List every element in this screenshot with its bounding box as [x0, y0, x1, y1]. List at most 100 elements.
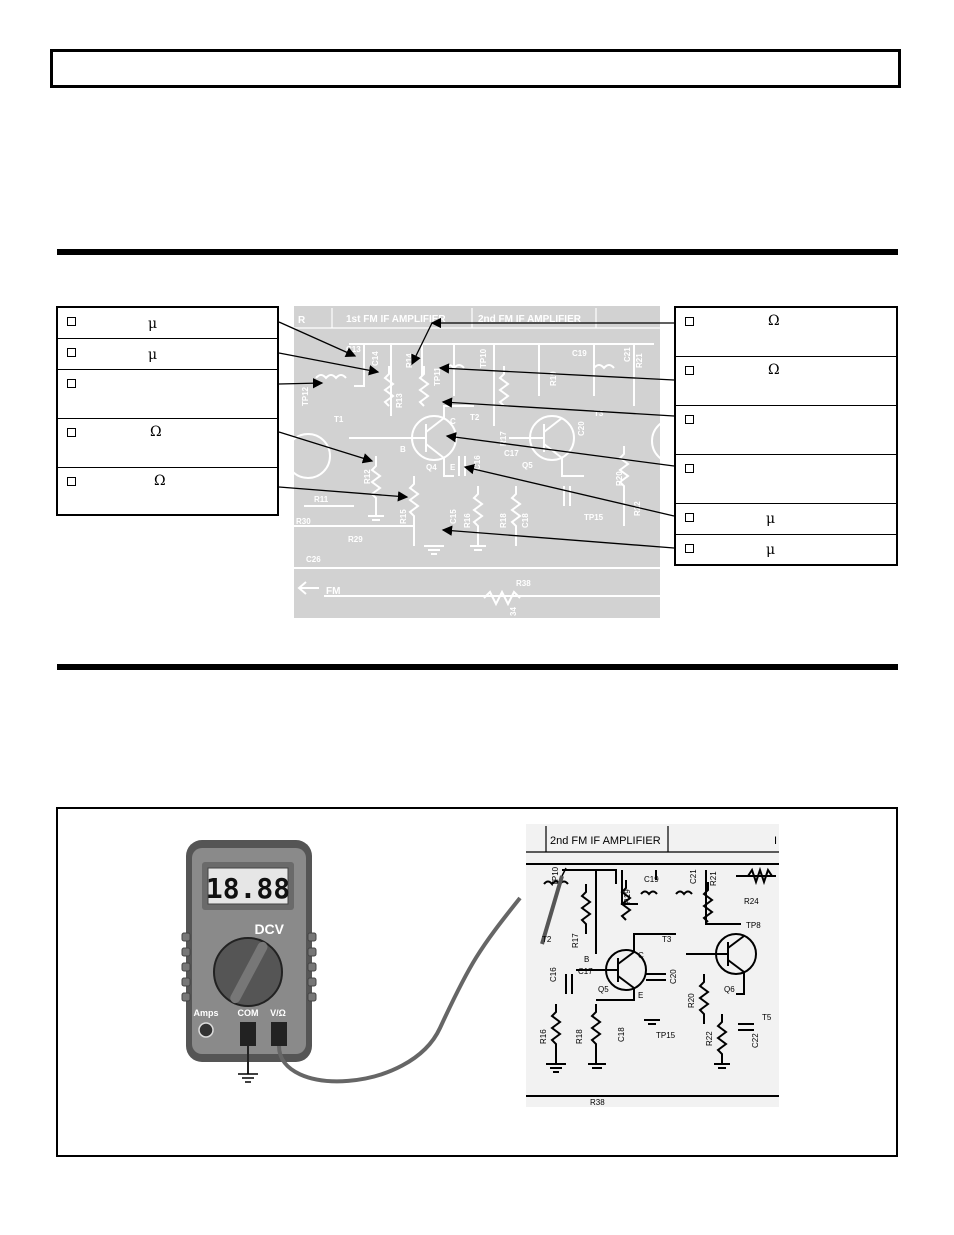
- component-label: TP8: [746, 921, 761, 930]
- section-rule-2: [57, 664, 898, 670]
- component-label: C21: [623, 347, 632, 362]
- meter-measurement-frame: [56, 807, 898, 1157]
- section-label: 2nd FM IF AMPLIFIER: [478, 314, 582, 325]
- label-row-c14[interactable]: μ: [58, 339, 277, 370]
- component-label: R15: [399, 509, 408, 524]
- parts-labels-left: μ μ Ω Ω: [56, 306, 279, 516]
- component-label: R22: [705, 1031, 714, 1046]
- component-label: C20: [669, 969, 678, 984]
- volt-ohm-jack-plug[interactable]: [271, 1022, 287, 1046]
- label-row-q4[interactable]: [676, 455, 896, 504]
- label-row-c15[interactable]: μ: [676, 535, 896, 566]
- if-amplifier-schematic: R 1st FM IF AMPLIFIER 2nd FM IF AMPLIFIE…: [294, 306, 660, 618]
- leader-lines: [278, 317, 675, 549]
- component-label: C16: [549, 967, 558, 982]
- unit-symbol: μ: [148, 347, 158, 363]
- label-row-c13[interactable]: μ: [58, 308, 277, 339]
- label-row-r16[interactable]: Ω: [676, 357, 896, 406]
- digital-multimeter: 18.88 DCV Amps COM V/Ω: [181, 840, 522, 1084]
- label-row-c16[interactable]: μ: [676, 504, 896, 535]
- label-row-r15[interactable]: Ω: [58, 468, 277, 514]
- component-label: E: [450, 463, 456, 472]
- label-row-r14[interactable]: Ω: [676, 308, 896, 357]
- component-label: R20: [687, 993, 696, 1008]
- test-lead-wire: [277, 896, 522, 1084]
- component-label: R17: [499, 431, 508, 446]
- component-label: R21: [709, 871, 718, 886]
- component-label: C16: [473, 455, 482, 470]
- component-label: 34: [509, 607, 518, 616]
- label-row-t1[interactable]: [58, 370, 277, 419]
- unit-symbol: μ: [766, 511, 776, 527]
- component-label: R18: [575, 1029, 584, 1044]
- section-label: I: [774, 835, 777, 847]
- section-label: 1st FM IF AMPLIFIER: [346, 314, 446, 325]
- component-label: C26: [306, 555, 321, 564]
- component-label: R19: [549, 371, 558, 386]
- component-label: B: [584, 955, 589, 964]
- component-label: Q4: [426, 463, 437, 472]
- component-label: C20: [577, 421, 586, 436]
- component-label: C18: [521, 513, 530, 528]
- amps-jack[interactable]: [198, 1022, 214, 1038]
- component-label: TP12: [301, 386, 310, 406]
- checkbox-icon[interactable]: [685, 464, 694, 473]
- component-label: R19: [623, 889, 632, 904]
- checkbox-icon[interactable]: [67, 348, 76, 357]
- second-if-amplifier-schematic: 2nd FM IF AMPLIFIER I: [526, 824, 779, 1107]
- checkbox-icon[interactable]: [685, 317, 694, 326]
- checkbox-icon[interactable]: [685, 544, 694, 553]
- checkbox-icon[interactable]: [67, 477, 76, 486]
- component-label: TP15: [656, 1031, 676, 1040]
- component-label: C19: [644, 875, 659, 884]
- component-label: T2: [542, 935, 552, 944]
- component-label: C17: [578, 967, 593, 976]
- component-label: C19: [572, 349, 587, 358]
- component-label: TP10: [479, 348, 488, 368]
- checkbox-icon[interactable]: [67, 379, 76, 388]
- checkbox-icon[interactable]: [685, 366, 694, 375]
- component-label: T5: [762, 1013, 772, 1022]
- component-label: C22: [751, 1033, 760, 1048]
- component-label: R20: [615, 471, 624, 486]
- parts-labels-right: Ω Ω μ μ: [674, 306, 898, 566]
- checkbox-icon[interactable]: [67, 317, 76, 326]
- component-label: R17: [571, 933, 580, 948]
- component-label: R38: [590, 1098, 605, 1107]
- unit-symbol: μ: [148, 316, 158, 332]
- component-label: R38: [516, 579, 531, 588]
- component-label: Q5: [598, 985, 609, 994]
- component-label: C14: [371, 351, 380, 366]
- checkbox-icon[interactable]: [685, 415, 694, 424]
- component-label: C17: [504, 449, 519, 458]
- component-label: TP15: [584, 513, 604, 522]
- component-label: R13: [395, 393, 404, 408]
- component-label: T1: [334, 415, 344, 424]
- component-label: R24: [744, 897, 759, 906]
- component-label: R18: [499, 513, 508, 528]
- schematic-wires: [294, 343, 660, 607]
- component-label: C: [450, 417, 456, 426]
- component-label: C18: [617, 1027, 626, 1042]
- jack-label-com: COM: [238, 1008, 259, 1018]
- component-label: R22: [633, 501, 642, 516]
- schematic-component-labels: C13 C14 R14 R13 TP11 TP12 T1 TP10 C19 C2…: [296, 345, 644, 616]
- checkbox-icon[interactable]: [67, 428, 76, 437]
- label-row-t2[interactable]: [676, 406, 896, 455]
- meter-range-label: DCV: [254, 921, 284, 937]
- checkbox-icon[interactable]: [685, 513, 694, 522]
- component-label: R12: [363, 469, 372, 484]
- schematic-wires: [526, 863, 779, 1097]
- unit-symbol: μ: [766, 542, 776, 558]
- com-jack-plug[interactable]: [240, 1022, 256, 1046]
- component-label: T3: [662, 935, 672, 944]
- component-label: Q6: [724, 985, 735, 994]
- jack-label-amps: Amps: [193, 1008, 218, 1018]
- label-row-r12[interactable]: Ω: [58, 419, 277, 468]
- component-label: C: [638, 951, 644, 960]
- component-label: R16: [539, 1029, 548, 1044]
- component-label: T3: [594, 409, 604, 418]
- component-label: C15: [449, 509, 458, 524]
- component-label: R16: [463, 513, 472, 528]
- section-rule-1: [57, 249, 898, 255]
